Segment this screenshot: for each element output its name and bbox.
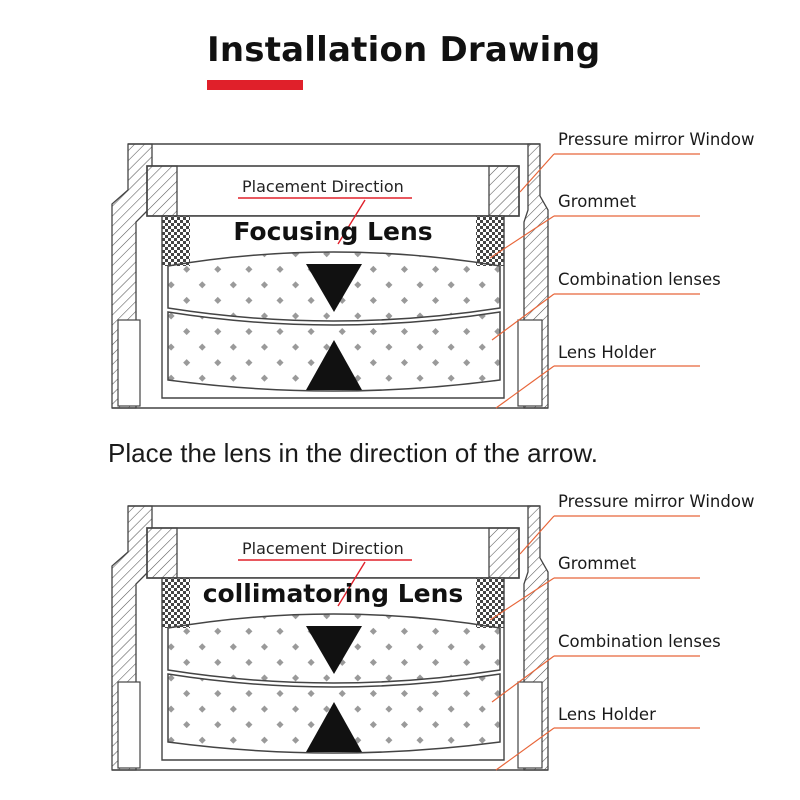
- lens-assembly-drawing: Placement Direction collimatoring Lens Pre…: [111, 492, 754, 771]
- combination-lenses-label: Combination lenses: [558, 632, 721, 651]
- arrow-up-icon: [306, 702, 362, 752]
- combination-lenses-label: Combination lenses: [558, 270, 721, 289]
- grommet-right: [476, 216, 504, 266]
- grommet-label: Grommet: [558, 554, 637, 573]
- grommet-left: [162, 578, 190, 628]
- lens-holder-label: Lens Holder: [558, 705, 656, 724]
- lens-name: collimatoring Lens: [203, 579, 464, 608]
- placement-direction-label: Placement Direction: [242, 177, 404, 196]
- instruction-text: Place the lens in the direction of the a…: [108, 438, 598, 468]
- title-underline: [207, 80, 303, 90]
- grommet-right: [476, 578, 504, 628]
- page-title: Installation Drawing: [207, 30, 601, 70]
- grommet-label: Grommet: [558, 192, 637, 211]
- pressure-mirror-window: [146, 165, 520, 217]
- lens-holder-label: Lens Holder: [558, 343, 656, 362]
- grommet-left: [162, 216, 190, 266]
- arrow-up-icon: [306, 340, 362, 390]
- arrow-down-icon: [306, 264, 362, 312]
- lens-name: Focusing Lens: [233, 217, 432, 246]
- arrow-down-icon: [306, 626, 362, 674]
- pressure-mirror-window-label: Pressure mirror Window: [558, 492, 754, 511]
- collimating-lens-diagram: Placement Direction collimatoring Lens Pre…: [0, 492, 800, 792]
- pressure-mirror-window-label: Pressure mirror Window: [558, 130, 754, 149]
- placement-direction-label: Placement Direction: [242, 539, 404, 558]
